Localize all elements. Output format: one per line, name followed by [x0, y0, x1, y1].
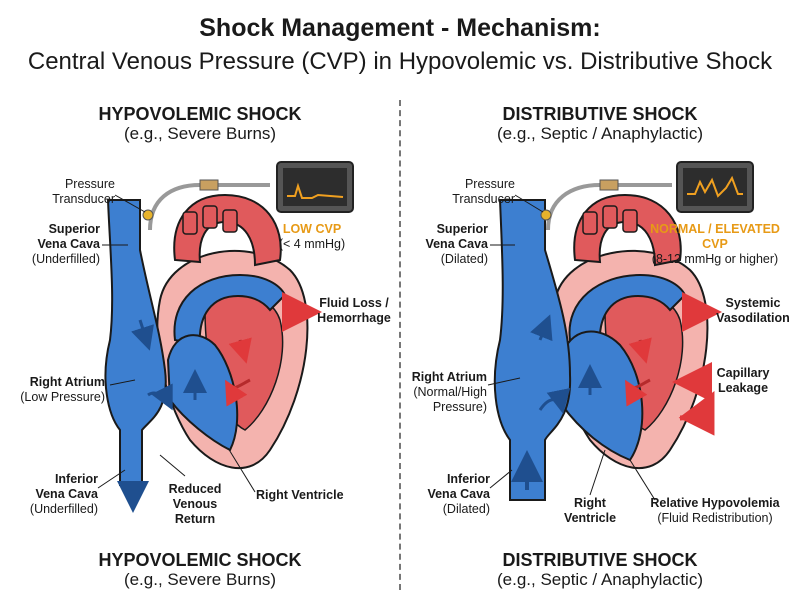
hypovolemic-header-title: HYPOVOLEMIC SHOCK: [98, 104, 302, 124]
hypovolemic-header-sub: (e.g., Severe Burns): [123, 124, 277, 143]
distributive-header-title: DISTRIBUTIVE SHOCK: [502, 104, 698, 124]
hypo-pressure-transducer-label: Pressure Transducer: [52, 177, 115, 206]
distributive-header-sub: (e.g., Septic / Anaphylactic): [497, 124, 703, 143]
hypo-fluid-loss-label: Fluid Loss /Hemorrhage: [317, 296, 391, 325]
page-subtitle: Central Venous Pressure (CVP) in Hypovol…: [27, 48, 773, 75]
hypovolemic-heart: [97, 161, 354, 513]
dist-pressure-transducer-label: Pressure Transducer: [452, 177, 515, 206]
hypovolemic-footer-sub: (e.g., Severe Burns): [123, 570, 277, 589]
hypo-right-ventricle-label: Right Ventricle: [256, 488, 344, 502]
distributive-footer-title: DISTRIBUTIVE SHOCK: [502, 550, 698, 570]
hypo-cvp-readout: LOW CVP (< 4 mmHg): [278, 222, 346, 251]
hypovolemic-footer-title: HYPOVOLEMIC SHOCK: [98, 550, 302, 570]
distributive-header: DISTRIBUTIVE SHOCK (e.g., Septic / Anaph…: [430, 104, 770, 144]
panel-divider: [399, 100, 401, 590]
distributive-footer-sub: (e.g., Septic / Anaphylactic): [497, 570, 703, 589]
dist-right-atrium-label: Right Atrium (Normal/High Pressure): [411, 370, 487, 414]
hypovolemic-header: HYPOVOLEMIC SHOCK (e.g., Severe Burns): [30, 104, 370, 144]
page-title: Shock Management - Mechanism:: [199, 14, 601, 42]
hypo-right-atrium-label: Right Atrium (Low Pressure): [20, 375, 105, 404]
dist-cvp-readout: NORMAL / ELEVATED CVP (8-12 mmHg or high…: [650, 222, 780, 266]
distributive-heart: [487, 161, 754, 501]
hypovolemic-footer: HYPOVOLEMIC SHOCK (e.g., Severe Burns): [30, 550, 370, 590]
distributive-footer: DISTRIBUTIVE SHOCK (e.g., Septic / Anaph…: [430, 550, 770, 590]
dist-relative-hypovolemia-label: Relative Hypovolemia (Fluid Redistributi…: [650, 496, 780, 525]
